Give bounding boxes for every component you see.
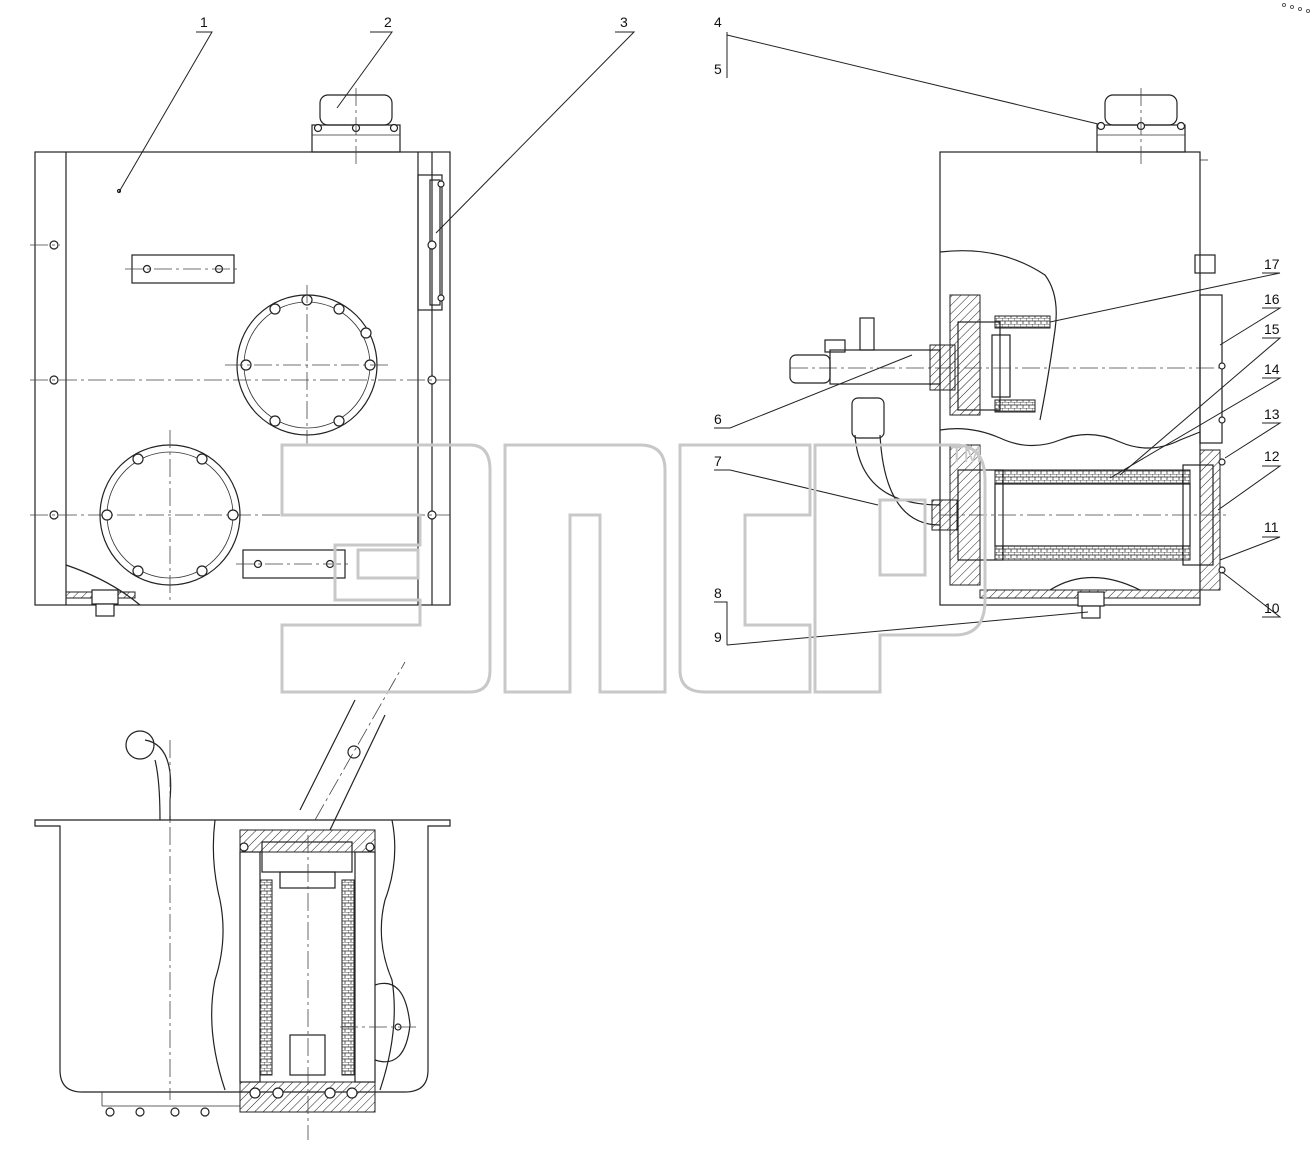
callout-15: 15 [1264,321,1280,337]
callout-5: 5 [714,61,722,77]
callout-13: 13 [1264,406,1280,422]
bottom-section-view [34,661,451,1140]
watermark-trademark: TM [950,442,982,467]
callout-6: 6 [714,411,722,427]
callout-8: 8 [714,585,722,601]
watermark-logo: TM [280,442,987,694]
callout-14: 14 [1264,361,1280,377]
callout-7: 7 [714,453,722,469]
callout-17: 17 [1264,256,1280,272]
side-section-view [789,88,1230,619]
callout-4: 4 [714,14,722,30]
front-view [30,88,451,617]
callout-11: 11 [1264,519,1279,535]
callout-10: 10 [1264,600,1280,616]
callout-2: 2 [384,14,392,30]
callout-12: 12 [1264,448,1280,464]
leader-lines [118,31,1282,646]
corner-mark-icon [1282,3,1310,13]
callout-1: 1 [200,14,208,30]
callout-3: 3 [620,14,628,30]
callout-16: 16 [1264,291,1280,307]
callout-labels: 1 2 3 4 5 6 7 8 9 10 11 12 13 14 15 16 1… [200,14,1280,645]
callout-9: 9 [714,629,722,645]
